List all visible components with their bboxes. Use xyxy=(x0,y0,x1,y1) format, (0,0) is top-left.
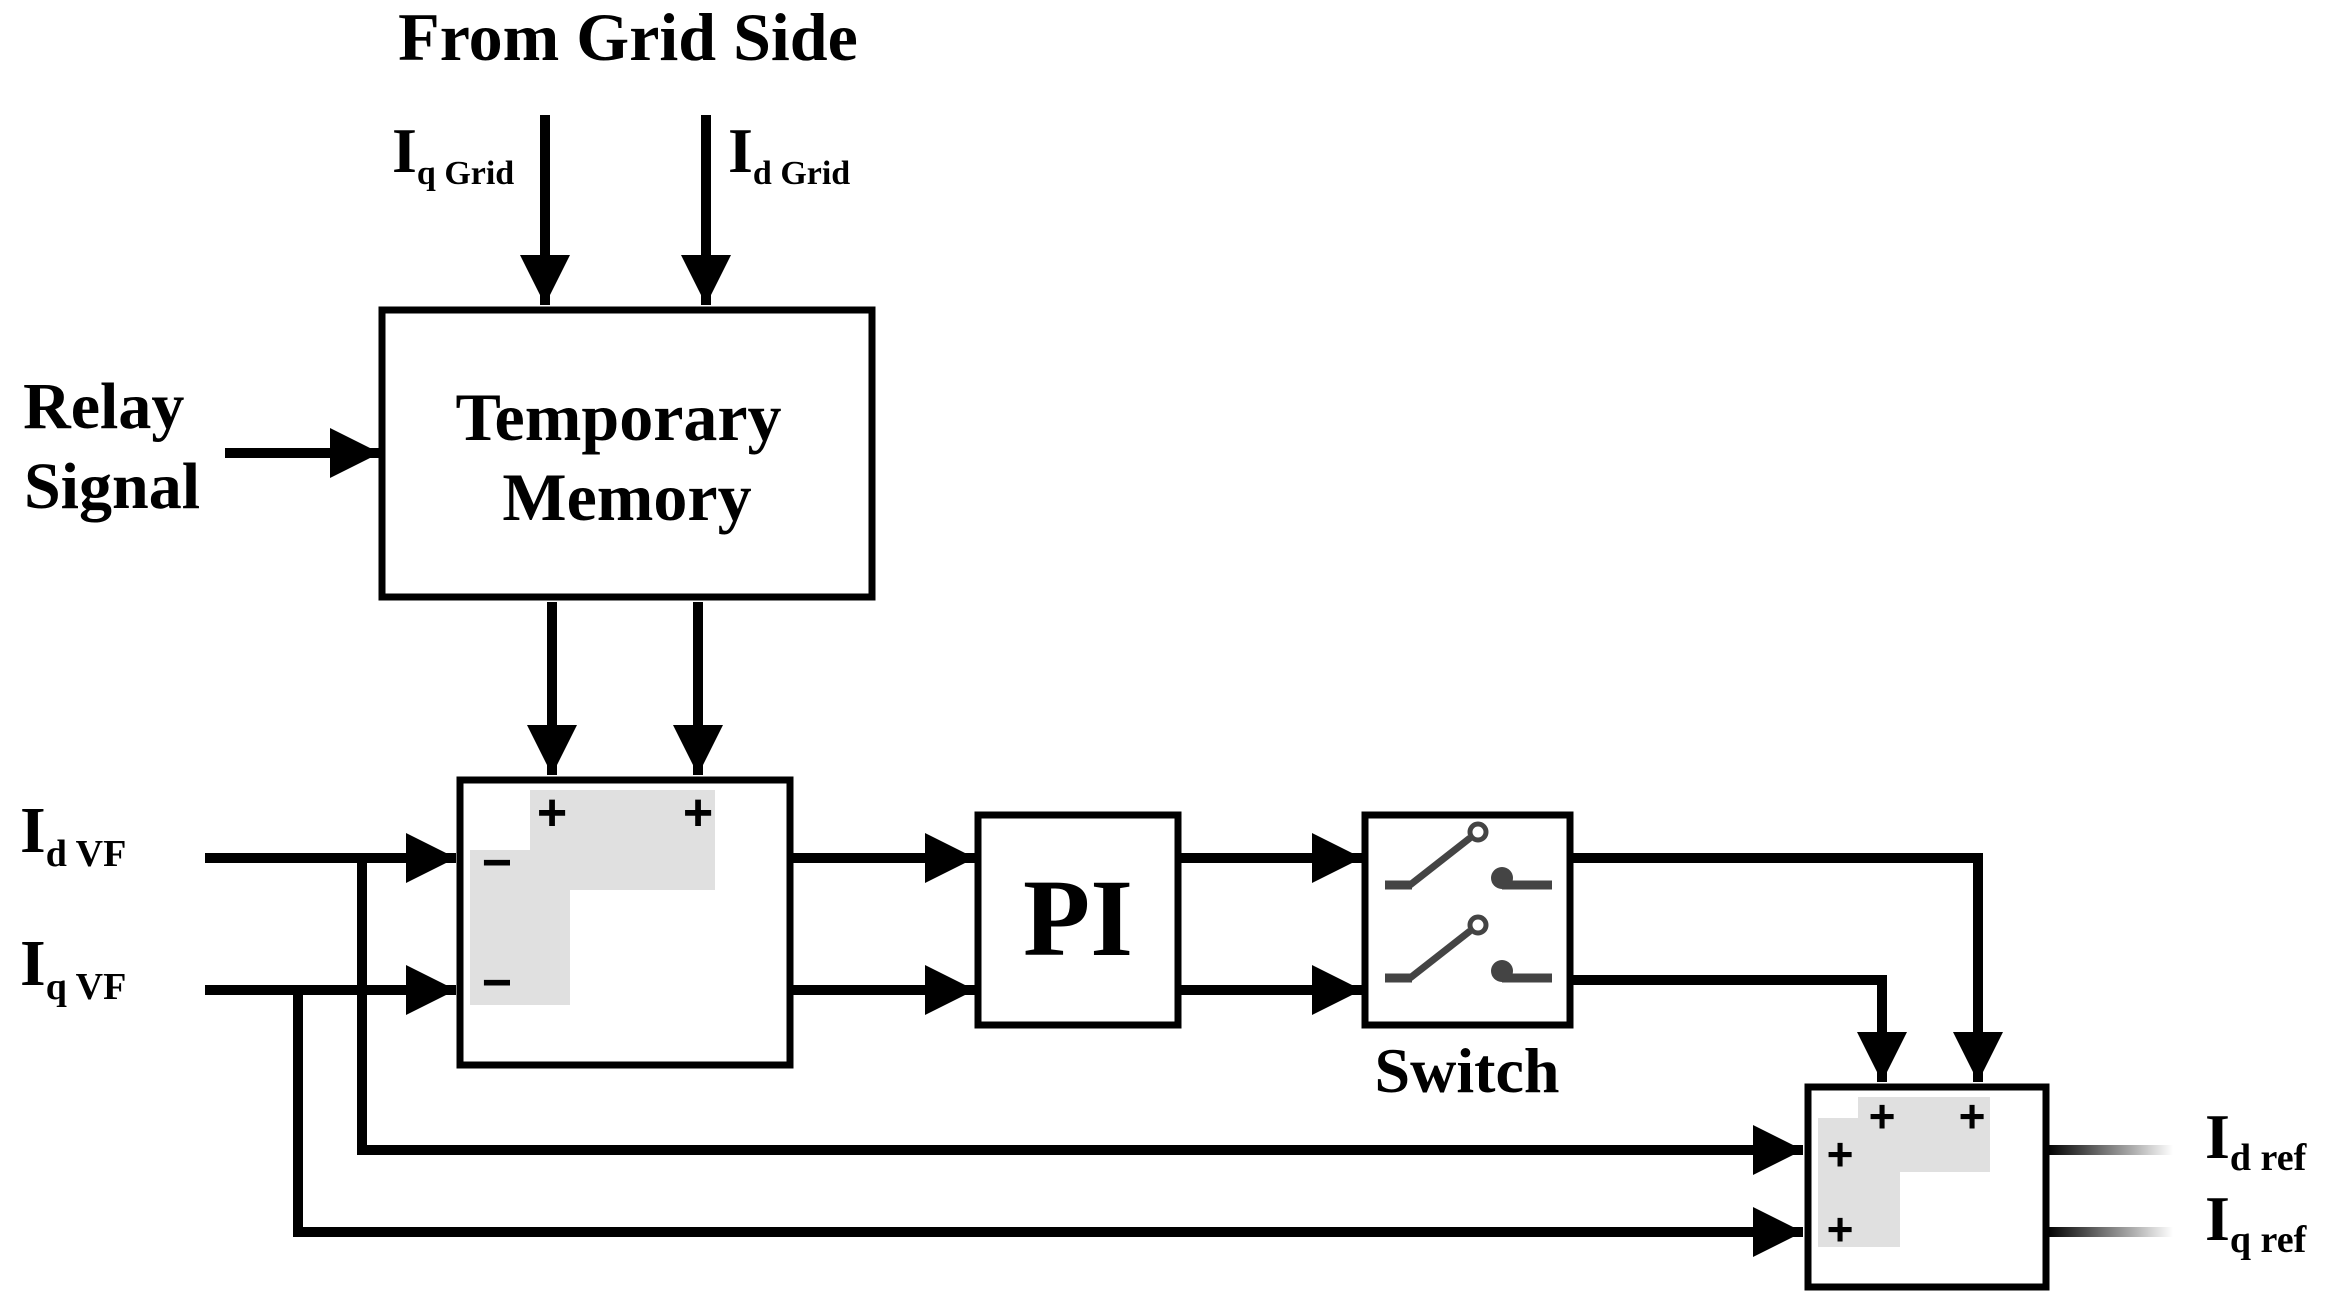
reference-summer-shading xyxy=(1818,1097,1990,1247)
error-summer-shading xyxy=(470,790,715,1005)
relay-signal-label: Relay Signal xyxy=(23,370,201,523)
id-ref-label: Id ref xyxy=(2205,1101,2308,1179)
relay-signal-line1: Relay xyxy=(23,370,184,443)
id-vf-feedforward-path xyxy=(357,858,1803,1175)
iq-ref-sub: q ref xyxy=(2230,1219,2308,1261)
id-vf-label: Id VF xyxy=(20,794,126,875)
id-ref-main: I xyxy=(2205,1101,2230,1172)
temporary-memory-label: Temporary Memory xyxy=(455,379,798,535)
pi-controller-block xyxy=(974,811,1182,1029)
summer1-sign-upper-left: − xyxy=(482,834,512,892)
pi-label: PI xyxy=(1023,857,1133,979)
id-ref-sub: d ref xyxy=(2230,1137,2308,1179)
summer2-sign-top-right: + xyxy=(1959,1090,1986,1142)
id-grid-label: Id Grid xyxy=(728,115,850,192)
iq-grid-sub: q Grid xyxy=(417,155,514,192)
switch-symbol-lower xyxy=(1385,914,1552,983)
summer2-sign-lower-left: + xyxy=(1827,1203,1854,1255)
switch-to-summer2-q-path xyxy=(1572,975,1907,1082)
iq-vf-main: I xyxy=(20,927,46,1000)
temporary-memory-block xyxy=(378,306,876,601)
summer1-sign-lower-left: − xyxy=(482,954,512,1012)
iq-ref-label: Iq ref xyxy=(2205,1183,2308,1261)
iq-grid-label: Iq Grid xyxy=(392,115,514,192)
summer2-sign-upper-left: + xyxy=(1827,1128,1854,1180)
id-grid-sub: d Grid xyxy=(753,155,850,192)
temporary-memory-line2: Memory xyxy=(502,459,751,535)
temporary-memory-line1: Temporary xyxy=(455,379,781,455)
id-grid-main: I xyxy=(728,115,753,186)
summer1-sign-top-right: + xyxy=(683,784,713,842)
iq-grid-main: I xyxy=(392,115,417,186)
id-ref-output-line xyxy=(2048,1145,2173,1155)
summer1-sign-top-left: + xyxy=(537,784,567,842)
switch-to-summer2-d-path xyxy=(1572,853,2003,1082)
from-grid-side-label: From Grid Side xyxy=(398,0,858,75)
switch-label: Switch xyxy=(1375,1035,1560,1106)
switch-symbol-upper xyxy=(1385,821,1552,890)
iq-ref-main: I xyxy=(2205,1183,2230,1254)
iq-ref-output-line xyxy=(2048,1227,2173,1237)
switch-block xyxy=(1361,811,1574,1029)
id-vf-main: I xyxy=(20,794,46,867)
iq-vf-label: Iq VF xyxy=(20,927,126,1008)
iq-vf-sub: q VF xyxy=(46,966,127,1008)
id-vf-sub: d VF xyxy=(46,833,127,875)
summer2-sign-top-left: + xyxy=(1869,1090,1896,1142)
iq-vf-feedforward-path xyxy=(293,990,1803,1257)
relay-signal-line2: Signal xyxy=(24,450,200,523)
